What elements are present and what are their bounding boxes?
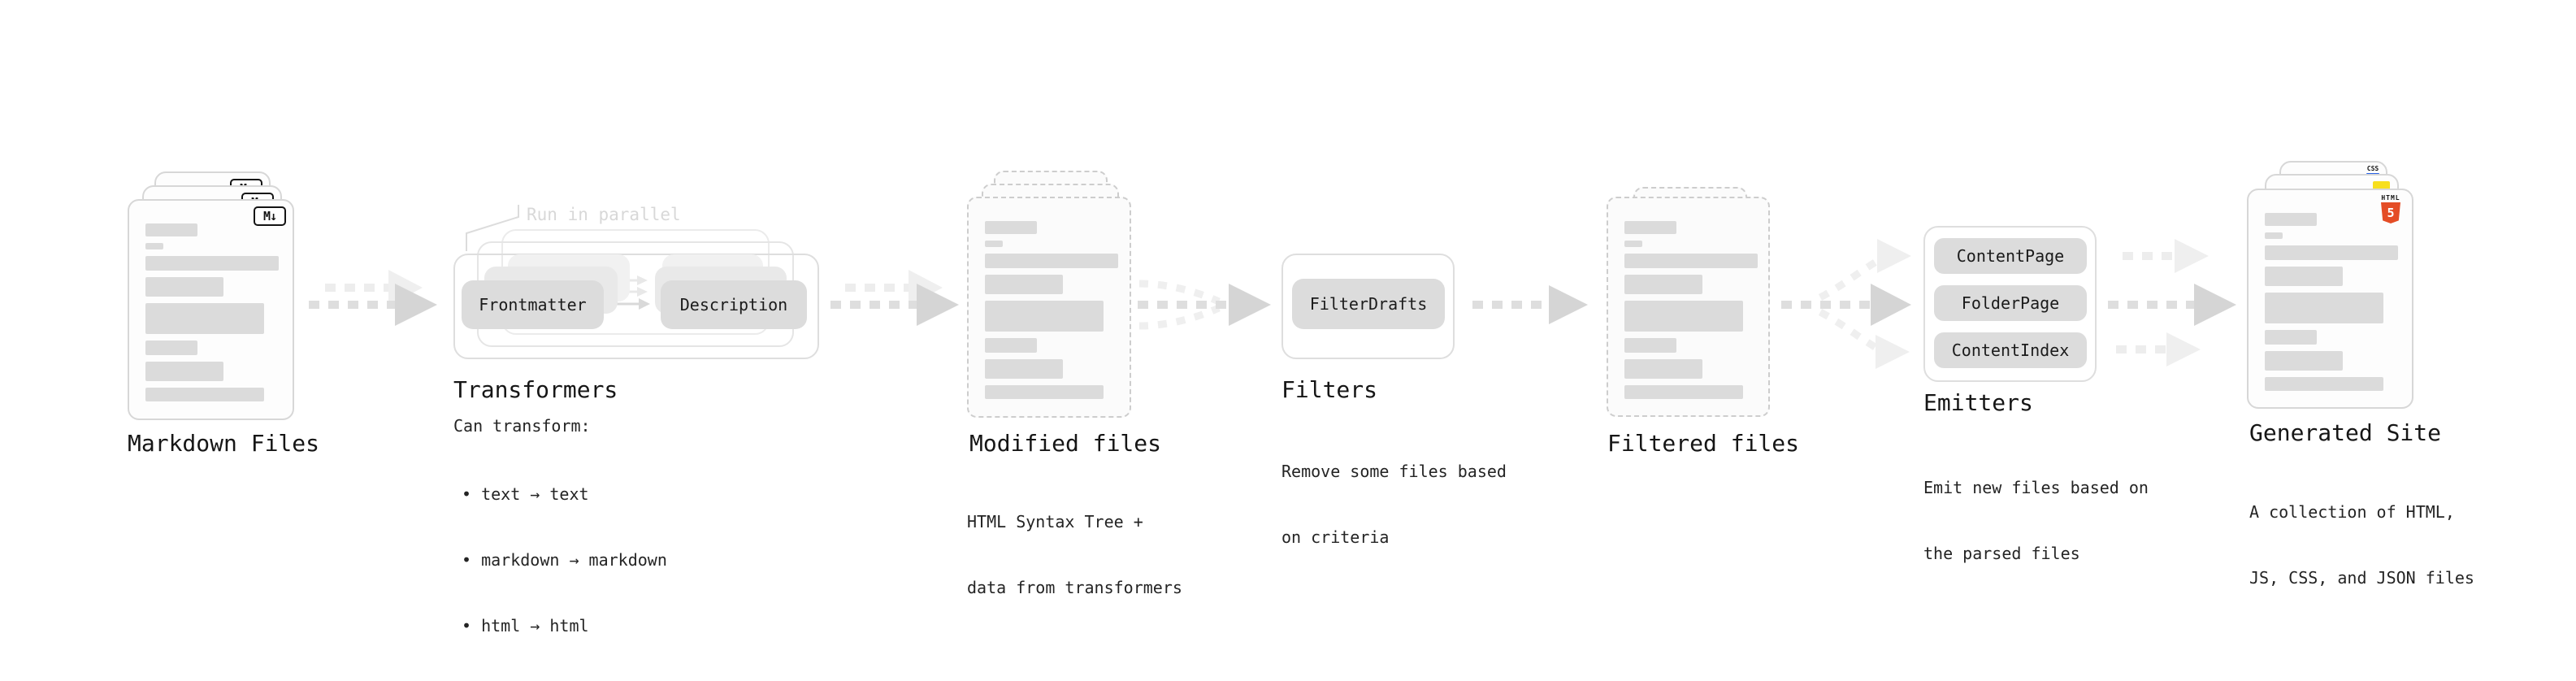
description-line: data from transformers <box>967 578 1182 597</box>
placeholder-text-bar <box>1624 241 1642 247</box>
arrow-filters-to-filtered <box>1472 285 1588 324</box>
modified-file-card-front <box>967 197 1131 418</box>
folderpage-pill: FolderPage <box>1934 285 2087 321</box>
arrow-filtered-to-emitters <box>1781 239 1911 369</box>
html5-icon-word: HTML <box>2381 194 2400 202</box>
markdown-icon-label: M↓ <box>262 209 277 223</box>
placeholder-text-bar <box>1624 221 1676 234</box>
placeholder-text-bar <box>985 359 1063 379</box>
description-line: on criteria <box>1281 527 1390 547</box>
placeholder-text-bar <box>145 388 264 401</box>
generated-file-card-html: HTML 5 <box>2247 189 2413 409</box>
placeholder-text-bar <box>145 277 223 297</box>
html5-icon-shield: 5 <box>2381 202 2400 223</box>
transformers-bullet-list: • text → text • markdown → markdown • ht… <box>462 440 667 681</box>
placeholder-text-bar <box>985 385 1104 399</box>
transformer-frame-front <box>453 254 819 359</box>
markdown-files-label: Markdown Files <box>128 430 320 457</box>
run-in-parallel-annotation: Run in parallel <box>527 205 681 224</box>
modified-files-label: Modified files <box>969 430 1162 457</box>
arrow-markdown-to-transformers <box>309 284 437 326</box>
description-line: the parsed files <box>1923 544 2080 563</box>
placeholder-text-bar <box>145 340 197 355</box>
modified-files-description: HTML Syntax Tree + data from transformer… <box>967 467 1182 643</box>
placeholder-text-bar <box>145 362 223 381</box>
placeholder-text-bar <box>2265 232 2283 239</box>
placeholder-text-bar <box>2265 377 2383 391</box>
arrow-emitters-to-generated-middle <box>2108 284 2236 326</box>
placeholder-text-bar <box>1624 275 1702 294</box>
file-content-bars <box>145 223 279 401</box>
contentindex-pill: ContentIndex <box>1934 332 2087 368</box>
contentpage-pill: ContentPage <box>1934 238 2087 274</box>
description-line: HTML Syntax Tree + <box>967 512 1143 531</box>
placeholder-text-bar <box>2265 293 2383 323</box>
placeholder-text-bar <box>2265 330 2317 345</box>
transformers-label: Transformers <box>453 376 618 403</box>
placeholder-text-bar <box>1624 254 1758 268</box>
generated-site-label: Generated Site <box>2249 419 2442 446</box>
placeholder-text-bar <box>1624 338 1676 353</box>
placeholder-text-bar <box>145 303 264 334</box>
frontmatter-pill: Frontmatter <box>462 280 604 329</box>
placeholder-text-bar <box>145 243 163 249</box>
description-line: Remove some files based <box>1281 462 1507 481</box>
placeholder-text-bar <box>985 221 1037 234</box>
filterdrafts-pill: FilterDrafts <box>1292 279 1445 329</box>
markdown-file-card-front: M↓ <box>128 199 294 420</box>
file-content-bars <box>2265 213 2398 391</box>
description-pill: Description <box>661 280 807 329</box>
css-icon-label: CSS <box>2366 165 2379 172</box>
placeholder-text-bar <box>1624 301 1743 332</box>
markdown-icon: M↓ <box>254 206 286 226</box>
description-line: JS, CSS, and JSON files <box>2249 568 2474 588</box>
generated-site-description: A collection of HTML, JS, CSS, and JSON … <box>2249 458 2474 633</box>
html5-icon-number: 5 <box>2387 206 2395 220</box>
placeholder-text-bar <box>985 241 1003 247</box>
arrow-modified-to-filters <box>1138 280 1271 330</box>
run-in-parallel-leader-line <box>466 205 519 251</box>
bullet-item: • text → text <box>462 484 589 504</box>
filtered-files-label: Filtered files <box>1607 430 1800 457</box>
emitters-description: Emit new files based on the parsed files <box>1923 433 2149 609</box>
placeholder-text-bar <box>985 254 1118 268</box>
placeholder-text-bar <box>2265 213 2317 226</box>
bullet-item: • markdown → markdown <box>462 550 667 570</box>
arrow-transformers-to-modified <box>830 284 959 326</box>
placeholder-text-bar <box>145 223 197 236</box>
filters-label: Filters <box>1281 376 1378 403</box>
description-line: Emit new files based on <box>1923 478 2149 497</box>
arrow-emitters-to-generated-bottom <box>2116 332 2201 367</box>
placeholder-text-bar <box>985 275 1063 294</box>
bullet-item: • html → html <box>462 616 589 635</box>
placeholder-text-bar <box>1624 385 1743 399</box>
file-content-bars <box>1624 221 1758 399</box>
filtered-file-card-front <box>1607 197 1770 417</box>
description-line: A collection of HTML, <box>2249 502 2455 522</box>
placeholder-text-bar <box>985 338 1037 353</box>
placeholder-text-bar <box>2265 351 2343 371</box>
placeholder-text-bar <box>2265 267 2343 286</box>
file-content-bars <box>985 221 1118 399</box>
transformers-subheading: Can transform: <box>453 416 591 436</box>
placeholder-text-bar <box>2265 245 2398 260</box>
filters-description: Remove some files based on criteria <box>1281 417 1507 592</box>
arrow-emitters-to-generated-top <box>2123 239 2209 273</box>
placeholder-text-bar <box>985 301 1104 332</box>
emitters-label: Emitters <box>1923 389 2033 416</box>
html5-icon: HTML 5 <box>2380 194 2401 223</box>
placeholder-text-bar <box>1624 359 1702 379</box>
placeholder-text-bar <box>145 256 279 271</box>
